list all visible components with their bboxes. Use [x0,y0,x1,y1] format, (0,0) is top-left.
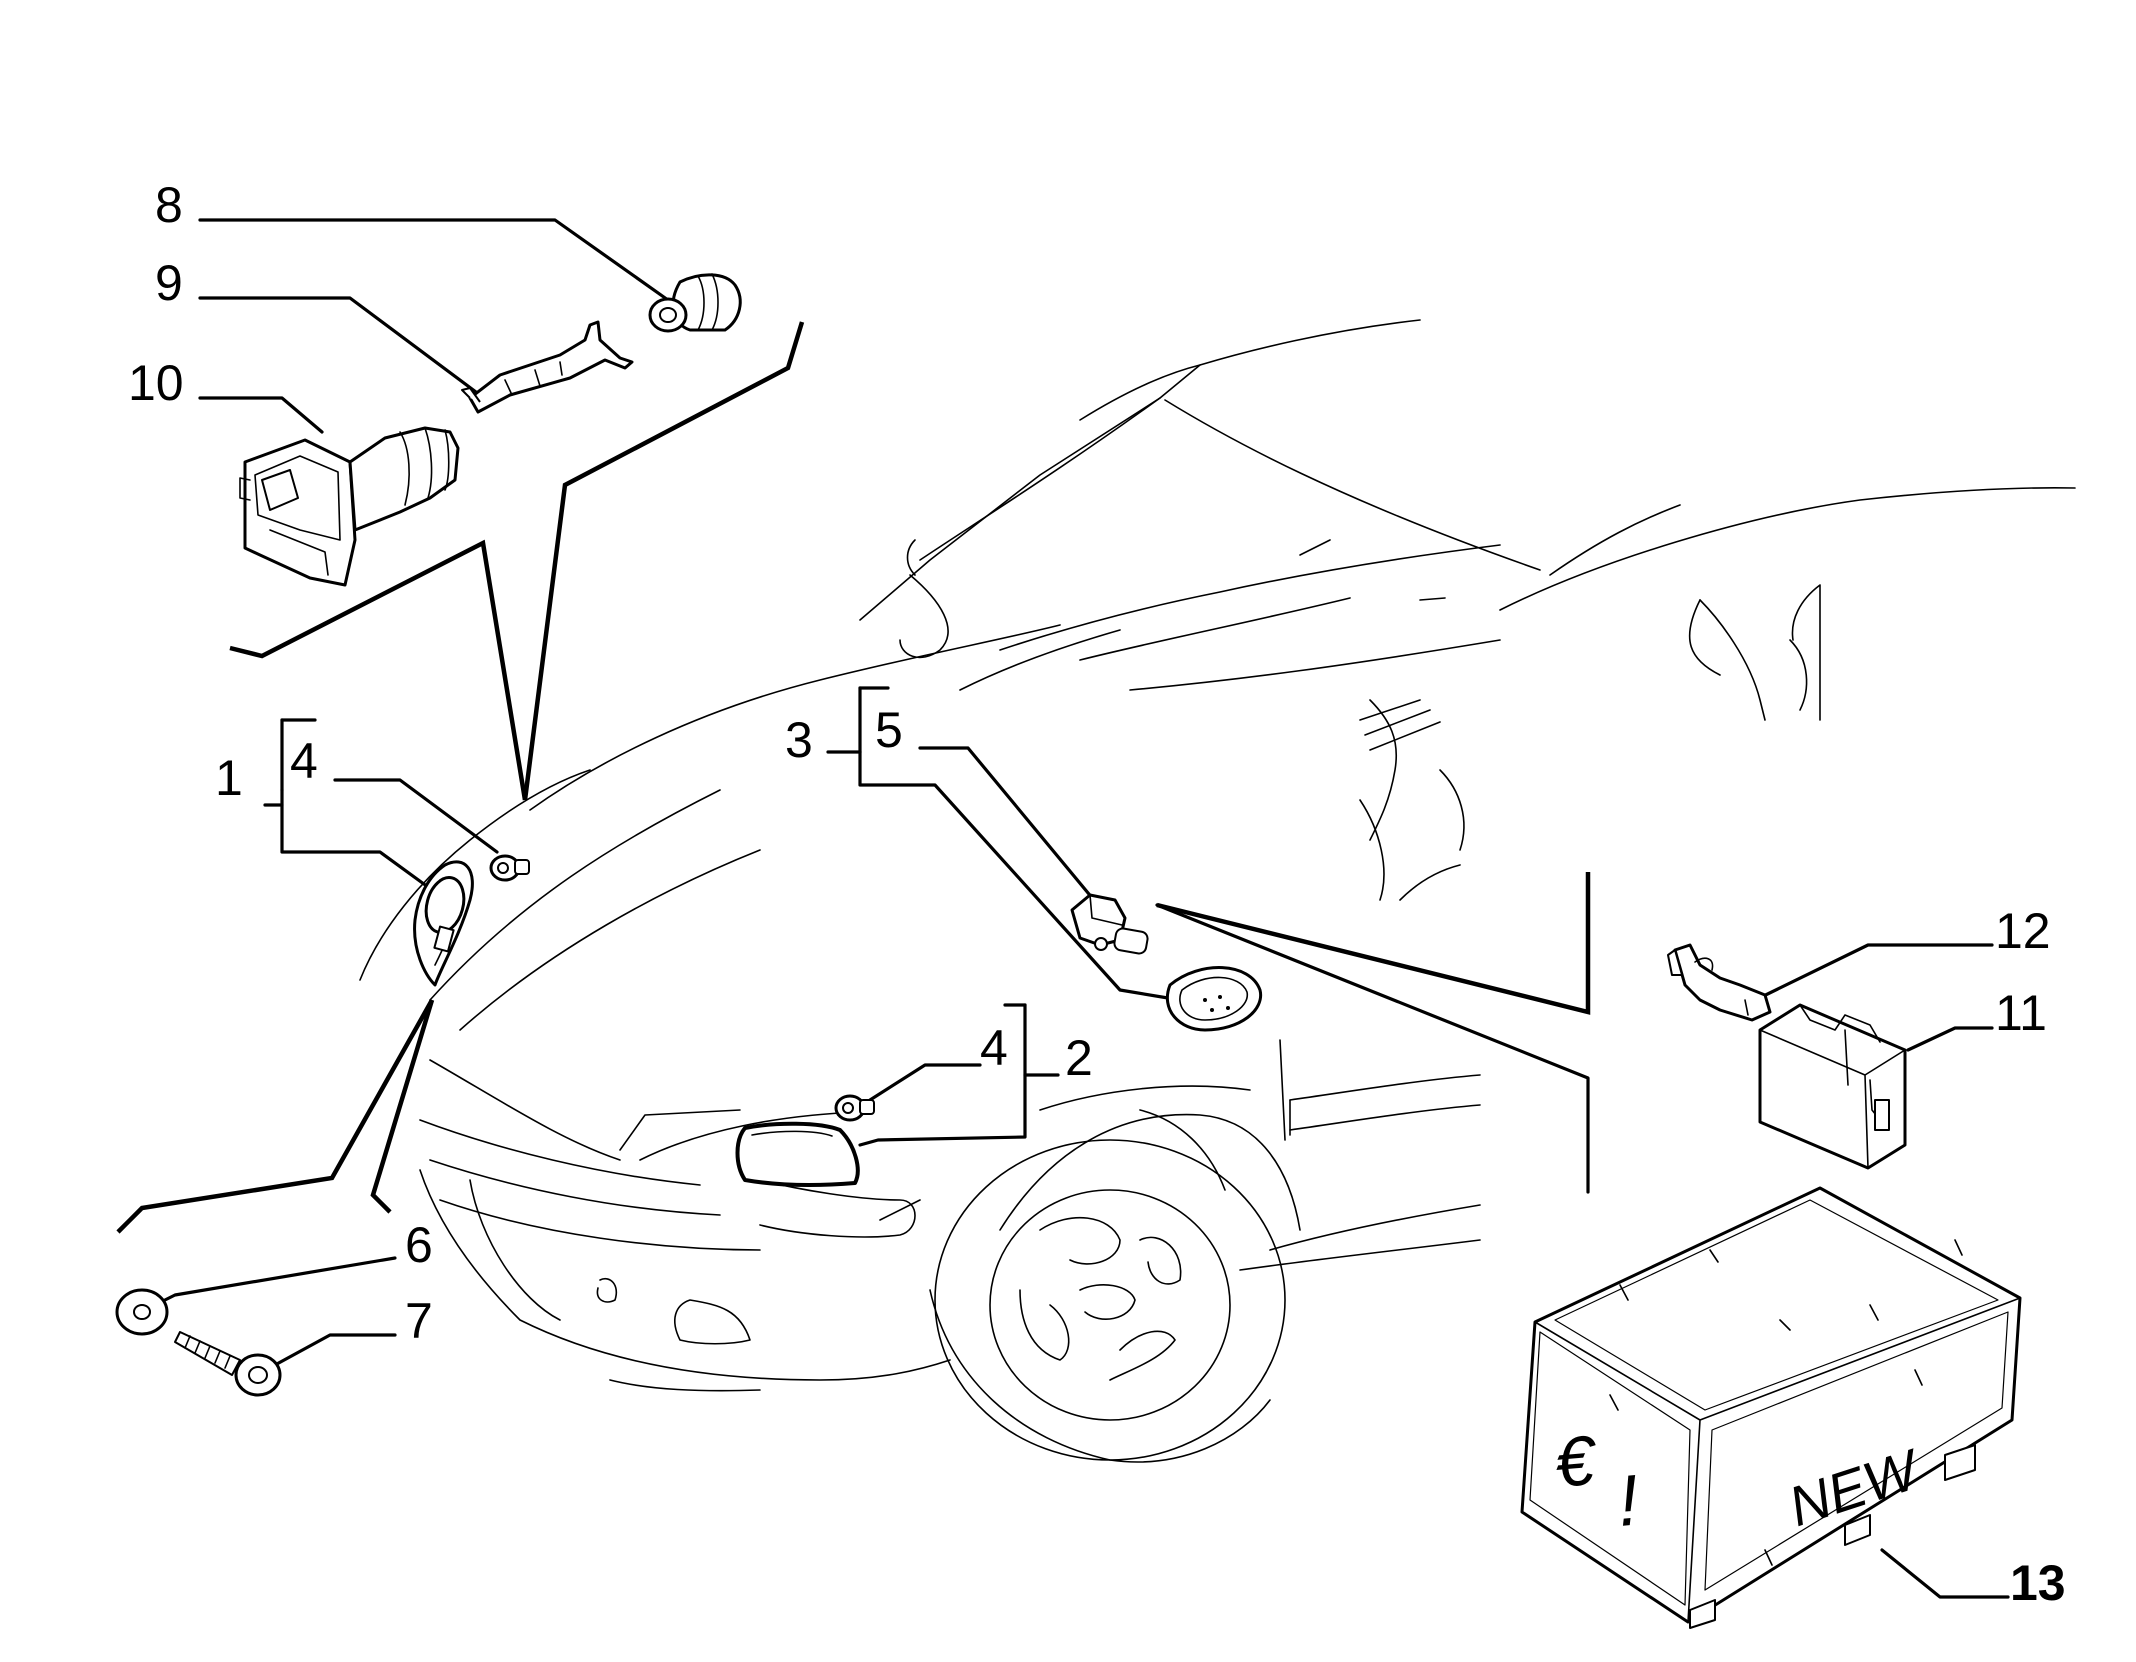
grommet-part [648,273,742,333]
indicator-lamp-part [735,1121,860,1187]
callout-6: 6 [405,1217,433,1273]
screw-part-upper [489,854,530,882]
callout-1: 1 [215,750,243,806]
callout-2: 2 [1065,1030,1093,1086]
car-outline [359,319,2076,1463]
bulb-holder-part [1070,893,1149,955]
terminal-part-right [1667,943,1772,1022]
new-parts-box: € ! NEW [1520,1186,2022,1629]
callout-12: 12 [1995,903,2051,959]
brackets [263,686,1027,1007]
washer-part [115,1288,169,1336]
screw-part-lower [834,1094,875,1122]
callout-13: 13 [2010,1555,2066,1611]
connector-part [239,426,460,587]
leader-lines [153,218,2010,1599]
side-repeater-part [1166,966,1263,1032]
callout-4-upper: 4 [290,733,318,789]
connector-housing-part [1758,1003,1907,1170]
callout-8: 8 [155,177,183,233]
callout-5: 5 [875,702,903,758]
terminal-part [461,320,634,414]
self-tap-screw-part [174,1331,282,1397]
callout-labels: 8 9 10 1 4 3 5 4 2 6 7 12 11 13 [128,177,2066,1611]
side-lamp-part [413,860,474,987]
callout-7: 7 [405,1293,433,1349]
callout-9: 9 [155,255,183,311]
callout-4-lower: 4 [980,1020,1008,1076]
callout-3: 3 [785,712,813,768]
callout-11: 11 [1995,985,2047,1041]
locator-lines [116,321,1591,1234]
callout-10: 10 [128,355,184,411]
